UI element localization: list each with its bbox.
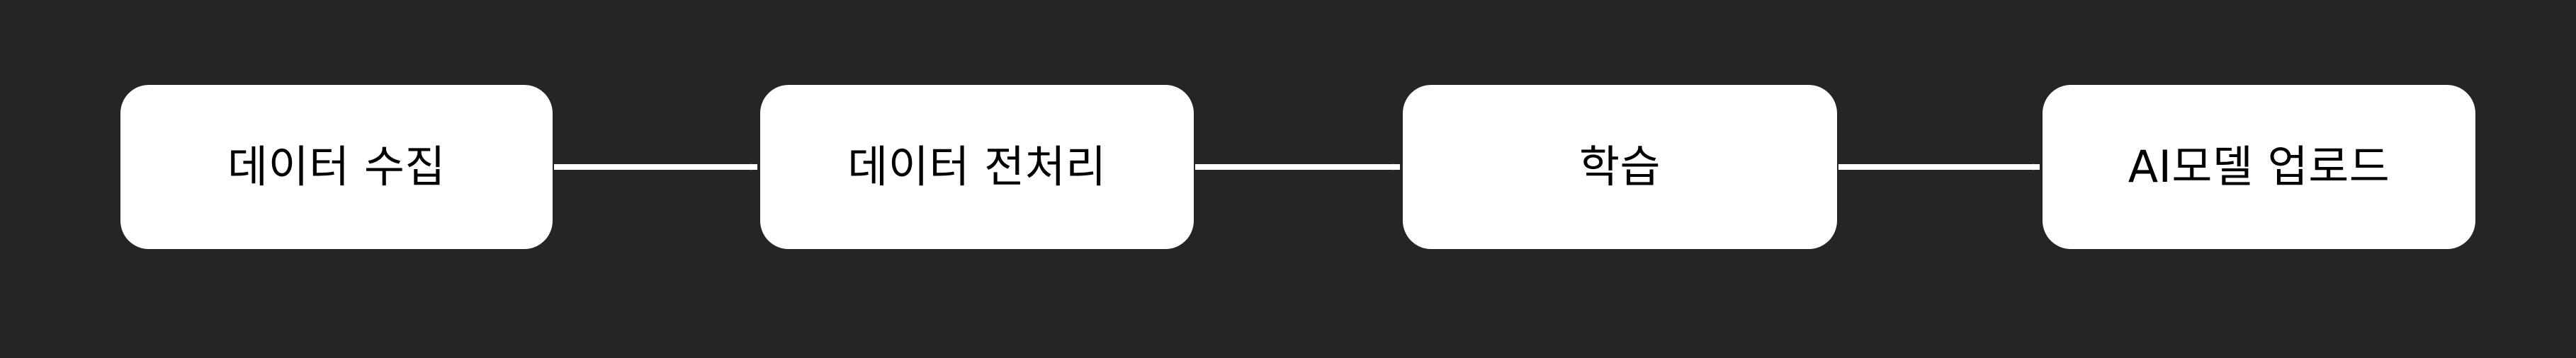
flow-node-data-preprocess[interactable]: 데이터 전처리: [760, 85, 1194, 249]
flow-node-data-collection[interactable]: 데이터 수집: [120, 85, 553, 249]
flow-node-label: 데이터 수집: [227, 141, 446, 192]
flow-node-training[interactable]: 학습: [1403, 85, 1837, 249]
flow-node-model-upload[interactable]: AI모델 업로드: [2043, 85, 2475, 249]
flow-node-label: 데이터 전처리: [847, 141, 1107, 192]
flow-node-label: 학습: [1578, 141, 1661, 192]
flow-node-label: AI모델 업로드: [2128, 141, 2390, 192]
